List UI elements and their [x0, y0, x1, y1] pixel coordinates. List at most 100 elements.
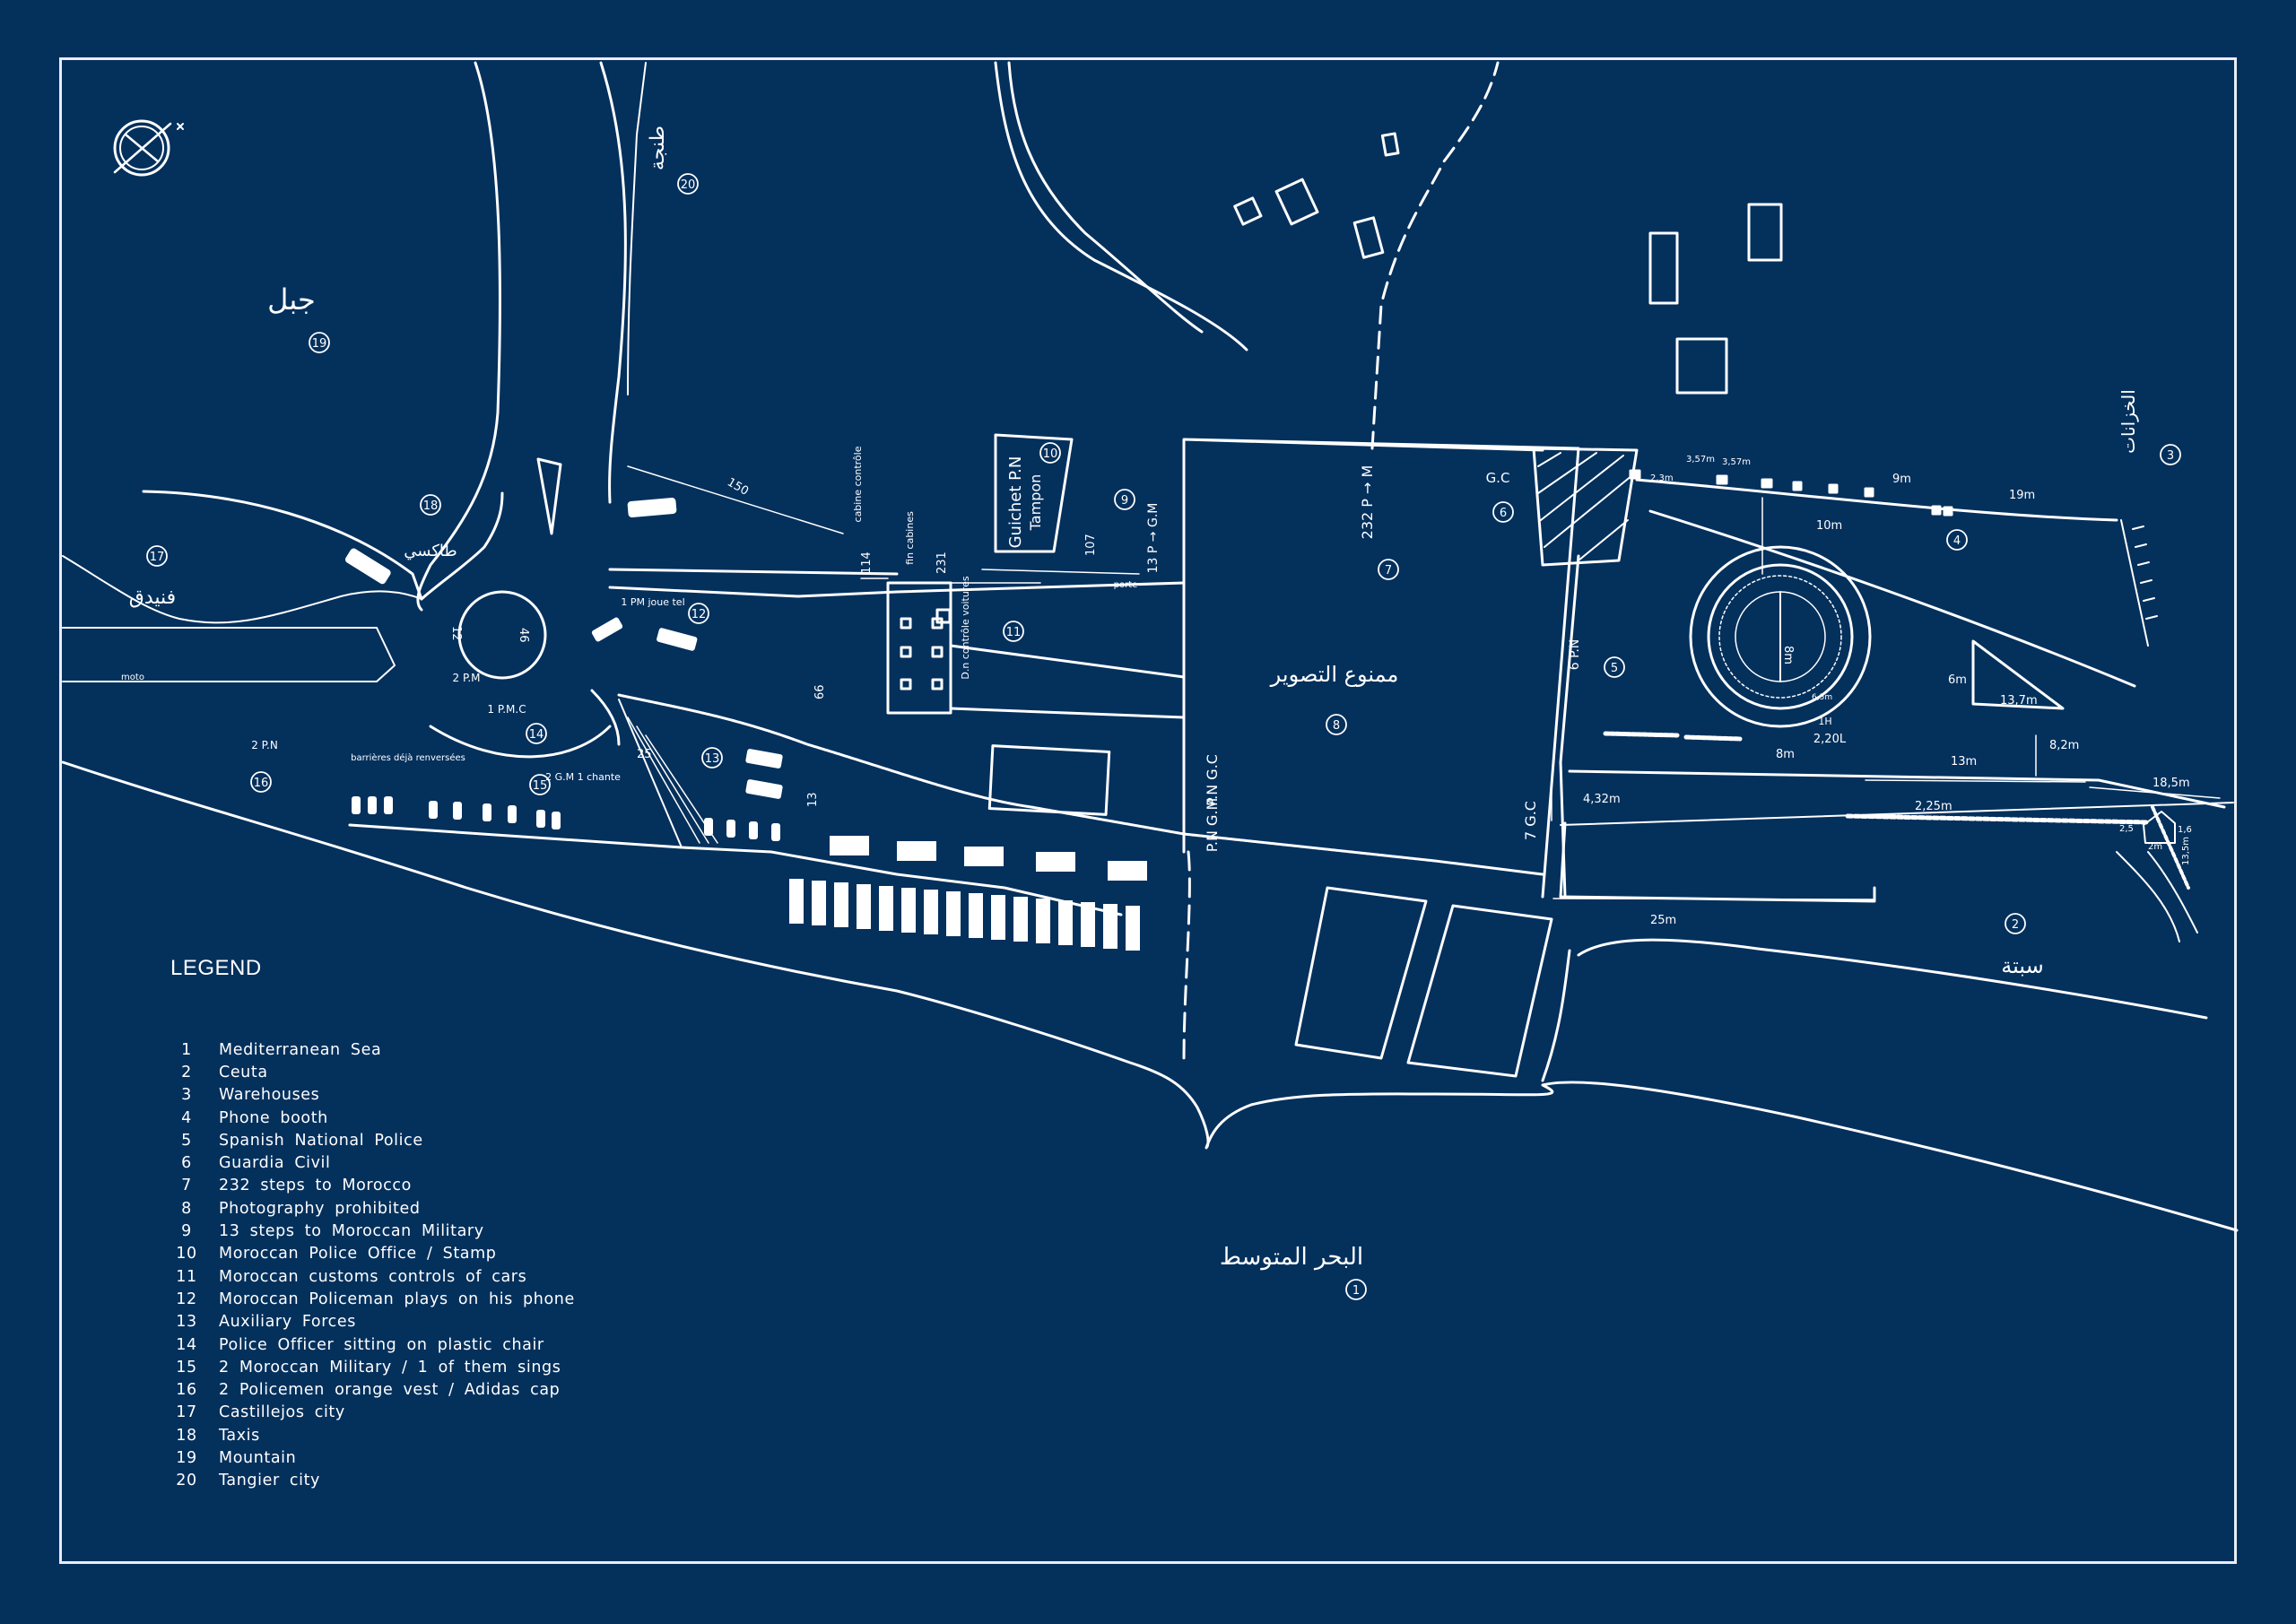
meas-114: 114 — [860, 551, 874, 574]
two-pn-label: 2 P.N — [251, 739, 278, 751]
border-fence-2 — [617, 693, 1544, 876]
border-fence-1 — [608, 581, 1186, 598]
porte-label: porte — [1114, 580, 1138, 590]
meas-10m: 10m — [1816, 519, 1842, 533]
barrieres-label: barrières déjà renversées — [351, 752, 465, 763]
legend-item-text: Spanish National Police — [219, 1131, 423, 1150]
svg-text:18: 18 — [423, 499, 439, 513]
legend-item-number: 1 — [181, 1040, 192, 1059]
two-gm-label: 2 G.M 1 chante — [545, 771, 621, 783]
legend-item: 5 Spanish National Police — [170, 1129, 575, 1151]
steps-13-label: 13 P → G.M — [1146, 503, 1161, 574]
legend-item-text: Mediterranean Sea — [219, 1040, 382, 1059]
meas-4-32m: 4,32m — [1583, 793, 1621, 806]
svg-text:15: 15 — [533, 779, 548, 793]
meas-46: 46 — [517, 628, 530, 643]
booth-10 — [994, 433, 1074, 553]
legend-item-number: 14 — [176, 1335, 197, 1354]
legend-item-text: Moroccan customs controls of cars — [219, 1267, 527, 1286]
svg-text:11: 11 — [1006, 626, 1022, 639]
svg-text:19: 19 — [312, 337, 327, 351]
legend-item-number: 12 — [176, 1290, 197, 1308]
svg-text:2: 2 — [2012, 918, 2019, 932]
legend-item: 7 232 steps to Morocco — [170, 1175, 575, 1197]
ceuta-road-edge — [1577, 938, 2208, 1020]
compass-icon — [113, 119, 184, 177]
svg-text:1: 1 — [1352, 1284, 1360, 1298]
meas-107: 107 — [1084, 534, 1098, 556]
meas-19m: 19m — [2009, 489, 2035, 502]
control-cabins — [789, 836, 1147, 951]
legend-item-number: 7 — [181, 1177, 192, 1195]
two-pm-label: 2 P.M — [453, 672, 481, 684]
legend-item-text: Phone booth — [219, 1108, 328, 1127]
legend-item-number: 13 — [176, 1313, 197, 1332]
meas-25: 25 — [637, 748, 652, 761]
six-pn-label: 6 P.N — [1568, 639, 1582, 671]
legend-item-text: 2 Policemen orange vest / Adidas cap — [219, 1381, 561, 1400]
coastline — [61, 760, 2239, 1232]
meas-3-57a: 3,57m — [1686, 455, 1715, 465]
parked-cars — [352, 796, 780, 841]
svg-text:14: 14 — [529, 728, 544, 742]
guichet-label: Guichet P.N — [1006, 456, 1025, 549]
legend-item-number: 11 — [176, 1267, 197, 1286]
circular-structure — [1689, 545, 1872, 728]
cabine-controle-label: cabine contrôle — [852, 446, 864, 522]
no-photo-label: ممنوع التصوير — [1270, 662, 1399, 687]
meas-231: 231 — [935, 551, 949, 574]
svg-text:5: 5 — [1611, 662, 1618, 675]
moto-label: moto — [121, 673, 144, 682]
svg-text:10: 10 — [1043, 447, 1058, 461]
tangier-label: طنجة — [647, 126, 669, 170]
fin-cabines-label: fin cabines — [904, 511, 916, 565]
legend-item-number: 4 — [181, 1108, 192, 1127]
svg-text:13: 13 — [705, 752, 720, 766]
gc-label: G.C — [1486, 470, 1510, 486]
meas-9m: 9m — [1892, 473, 1911, 486]
svg-text:9: 9 — [1121, 494, 1128, 508]
fnideq-label: فنيدق — [129, 586, 176, 609]
meas-18-5m: 18,5m — [2152, 777, 2190, 790]
legend-item-number: 2 — [181, 1063, 192, 1081]
meas-2-5: 2,5 — [2119, 824, 2134, 834]
meas-2m: 2m — [2148, 842, 2162, 852]
legend-item-text: Castillejos city — [219, 1403, 345, 1422]
svg-text:16: 16 — [254, 777, 269, 790]
meas-8-2m: 8,2m — [2049, 739, 2079, 752]
legend-item-text: 232 steps to Morocco — [219, 1177, 412, 1195]
pm-joue-label: 1 PM joue tel — [621, 596, 684, 608]
meas-6-5: 6,5m — [1812, 693, 1832, 702]
svg-text:3: 3 — [2167, 449, 2174, 463]
legend-item-text: Taxis — [219, 1426, 260, 1445]
pmc-label: 1 P.M.C — [487, 703, 526, 716]
svg-text:20: 20 — [681, 178, 696, 192]
legend-item: 13 Auxiliary Forces — [170, 1311, 575, 1333]
meas-25m: 25m — [1650, 914, 1676, 927]
legend-title: LEGEND — [170, 956, 262, 980]
controle-voitures-label: D.n contrôle voitures — [960, 576, 971, 679]
svg-text:6: 6 — [1500, 507, 1507, 520]
legend-item-number: 3 — [181, 1086, 192, 1105]
road-left-b — [599, 61, 627, 504]
meas-13-7m: 13,7m — [2000, 694, 2038, 708]
steps-232-label: 232 P → M — [1359, 465, 1376, 540]
legend-item-number: 5 — [181, 1131, 192, 1150]
warehouses-label: الخزانات — [2118, 389, 2139, 454]
pn-gc-label: P.N G.C — [1204, 754, 1221, 806]
mountain-label: جبل — [267, 282, 316, 317]
legend-item-text: Mountain — [219, 1448, 297, 1467]
road-left-a — [416, 61, 501, 612]
legend-item-text: Auxiliary Forces — [219, 1313, 356, 1332]
legend-item-text: 2 Moroccan Military / 1 of them sings — [219, 1358, 561, 1376]
map-frame — [59, 57, 2237, 1564]
meas-8m-a: 8m — [1781, 646, 1795, 664]
